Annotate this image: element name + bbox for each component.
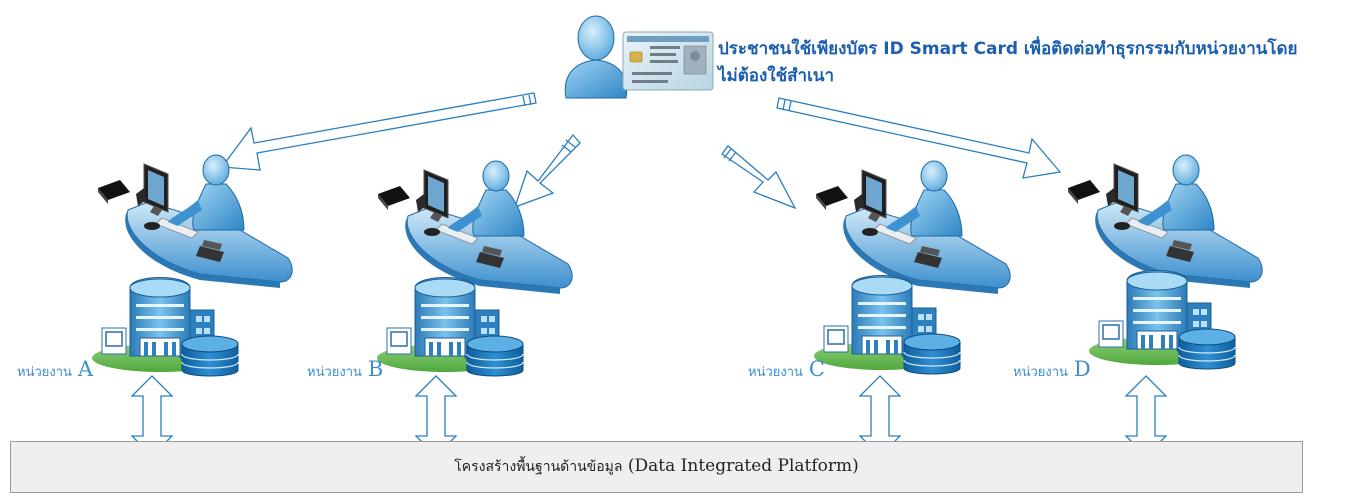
arrow-to-agency-a [220,92,537,171]
agency-building-icon-d [1088,269,1236,370]
unit-prefix: หน่วยงาน [17,365,72,380]
citizen-person-icon [564,15,628,99]
unit-letter: A [77,357,94,381]
officer-desk-icon-b [377,160,573,295]
unit-letter: D [1073,357,1091,381]
unit-label-b: หน่วยงาน B [307,359,383,383]
officer-desk-icon-c [815,160,1011,295]
unit-letter: C [808,357,825,381]
arrow-to-agency-d [776,97,1062,179]
unit-label-d: หน่วยงาน D [1013,359,1091,383]
unit-label-c: หน่วยงาน C [748,359,825,383]
unit-letter: B [367,357,384,381]
agency-building-icon-b [376,276,524,377]
caption-line-2: ไม่ต้องใช้สำเนา [718,66,835,86]
data-integrated-platform-bar: โครงสร้างพื้นฐานด้านข้อมูล (Data Integra… [10,441,1303,493]
id-smart-card-icon [622,31,714,91]
agency-building-icon-c [813,274,961,375]
unit-label-a: หน่วยงาน A [17,359,93,383]
unit-prefix: หน่วยงาน [748,365,803,380]
unit-prefix: หน่วยงาน [1013,365,1068,380]
platform-label-thai: โครงสร้างพื้นฐานด้านข้อมูล [454,459,623,475]
unit-prefix: หน่วยงาน [307,365,362,380]
officer-desk-icon-d [1067,154,1263,289]
citizen-caption: ประชาชนใช้เพียงบัตร ID Smart Card เพื่อต… [718,36,1358,90]
arrow-to-agency-b [513,133,581,209]
caption-line-1: ประชาชนใช้เพียงบัตร ID Smart Card เพื่อต… [718,39,1298,59]
officer-desk-icon-a [97,154,293,289]
platform-label: โครงสร้างพื้นฐานด้านข้อมูล (Data Integra… [11,456,1302,478]
agency-building-icon-a [91,276,239,377]
platform-label-english: (Data Integrated Platform) [627,456,859,476]
arrow-to-agency-c [721,145,797,210]
